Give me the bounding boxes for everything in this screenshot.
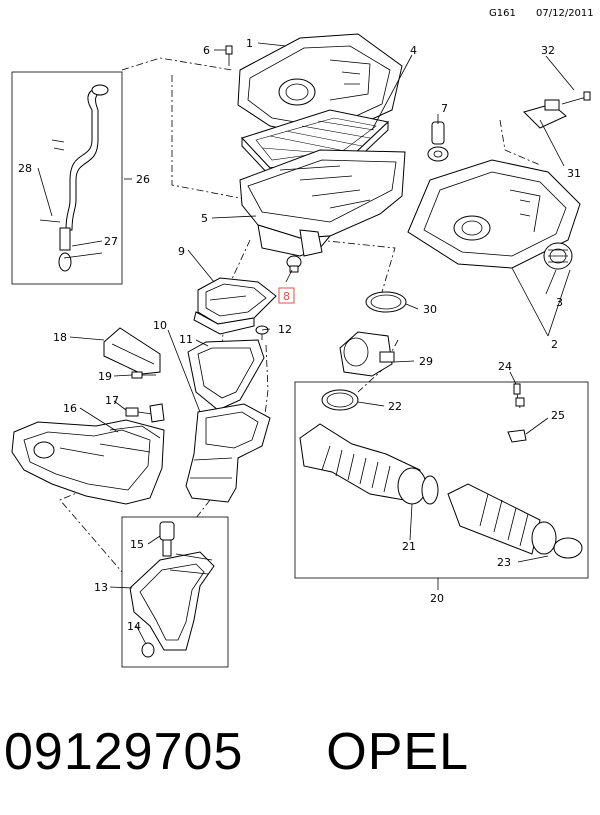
callout-4: 4 xyxy=(410,44,417,57)
callout-31: 31 xyxy=(567,167,581,180)
callout-7: 7 xyxy=(441,102,448,115)
part-caption: 09129705 OPEL xyxy=(4,722,469,782)
callout-3: 3 xyxy=(556,296,563,309)
highlight-box-8 xyxy=(278,287,295,304)
callout-29: 29 xyxy=(419,355,433,368)
diagram-date: 07/12/2011 xyxy=(536,8,594,19)
breather-hose xyxy=(39,84,109,272)
fastener-12 xyxy=(255,325,269,340)
leader-lines xyxy=(37,42,575,645)
fitting-8 xyxy=(286,255,302,273)
air-duct-9 xyxy=(193,277,277,335)
bracket-18 xyxy=(103,327,161,375)
callout-10: 10 xyxy=(153,319,167,332)
callout-25: 25 xyxy=(551,409,565,422)
callout-30: 30 xyxy=(423,303,437,316)
clamp-30 xyxy=(365,291,407,313)
callout-13: 13 xyxy=(94,581,108,594)
assembly-lines xyxy=(59,57,541,573)
callout-32: 32 xyxy=(541,44,555,57)
inlet-duct-13 xyxy=(129,521,215,658)
sensor-31 xyxy=(523,99,567,129)
callout-9: 9 xyxy=(178,245,185,258)
callout-2: 2 xyxy=(551,338,558,351)
screw-24 xyxy=(513,383,525,409)
engine-cover xyxy=(407,159,581,269)
callout-23: 23 xyxy=(497,556,511,569)
callout-labels: 1 2 3 4 5 6 7 8 9 10 11 12 13 14 15 16 1… xyxy=(18,37,581,633)
callout-18: 18 xyxy=(53,331,67,344)
callout-21: 21 xyxy=(402,540,416,553)
exploded-parts-diagram: 1 2 3 4 5 6 7 8 9 10 11 12 13 14 15 16 1… xyxy=(11,33,591,668)
callout-11: 11 xyxy=(179,333,193,346)
seal-ring-3 xyxy=(543,242,573,270)
callout-17: 17 xyxy=(105,394,119,407)
callout-16: 16 xyxy=(63,402,77,415)
brand-name: OPEL xyxy=(326,723,469,781)
inset-box-13 xyxy=(121,516,229,668)
callout-28: 28 xyxy=(18,162,32,175)
maf-sensor-29 xyxy=(339,331,395,377)
callout-6: 6 xyxy=(203,44,210,57)
air-cleaner-housing xyxy=(239,149,406,257)
inset-box-26 xyxy=(11,71,123,285)
grommet-7 xyxy=(427,121,449,162)
callout-8: 8 xyxy=(283,290,290,303)
callout-15: 15 xyxy=(130,538,144,551)
callout-20: 20 xyxy=(430,592,444,605)
inset-box-20 xyxy=(294,381,589,579)
screw-17 xyxy=(125,403,165,423)
screw-6 xyxy=(225,45,233,66)
bracket-25 xyxy=(507,429,527,443)
callout-1: 1 xyxy=(246,37,253,50)
clamp-22 xyxy=(321,389,359,411)
gasket-11 xyxy=(187,339,265,411)
callout-22: 22 xyxy=(388,400,402,413)
callout-5: 5 xyxy=(201,212,208,225)
intake-duct-10 xyxy=(185,403,271,503)
callout-24: 24 xyxy=(498,360,512,373)
resonator-16 xyxy=(11,419,165,505)
air-cleaner-cover xyxy=(237,33,403,139)
callout-27: 27 xyxy=(104,235,118,248)
part-number: 09129705 xyxy=(4,723,244,781)
screw-32 xyxy=(561,91,591,105)
page-code: G161 xyxy=(489,8,516,19)
callout-19: 19 xyxy=(98,370,112,383)
callout-14: 14 xyxy=(127,620,141,633)
callout-12: 12 xyxy=(278,323,292,336)
intake-hose-23 xyxy=(447,483,583,559)
callout-26: 26 xyxy=(136,173,150,186)
intake-hose-21 xyxy=(299,423,439,505)
